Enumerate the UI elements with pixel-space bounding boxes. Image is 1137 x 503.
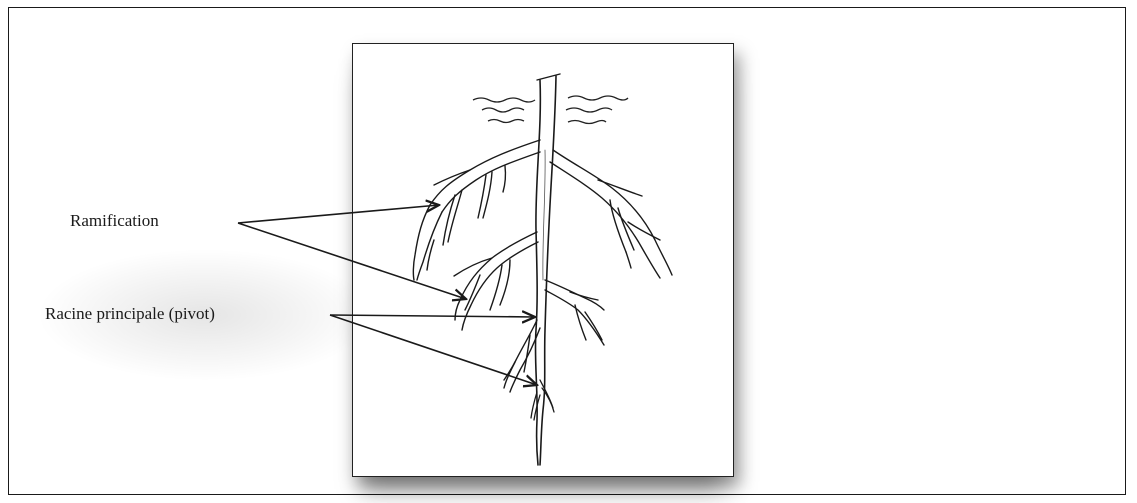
upper-right-branch [550,150,672,278]
arrow-racine-upper [330,315,535,317]
taproot [535,74,560,465]
arrow-racine-lower [330,315,537,385]
lower-left-branch [504,320,540,392]
middle-left-branch [454,232,538,330]
arrow-ramification-upper [238,205,439,223]
ramification-label: Ramification [70,211,159,231]
taproot-label: Racine principale (pivot) [45,304,215,324]
upper-left-branch [413,140,540,280]
callout-arrows [238,205,537,385]
middle-right-branch [545,280,604,345]
soil-surface-lines [473,96,628,124]
